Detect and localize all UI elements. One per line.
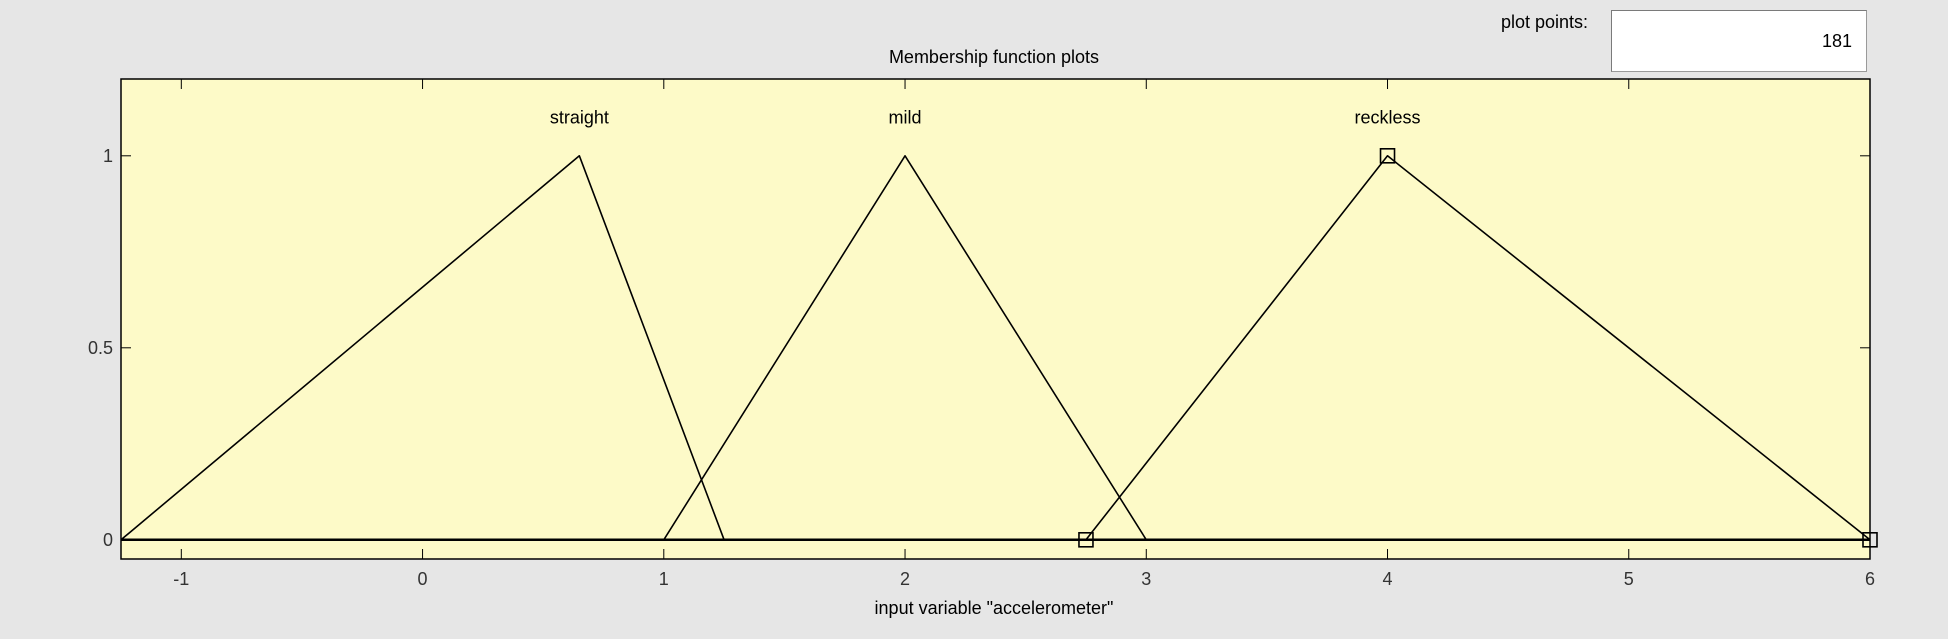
y-tick-label: 0.5 [88, 338, 113, 358]
plot-points-input[interactable] [1611, 10, 1867, 72]
mf-mild-line[interactable] [663, 155, 1147, 541]
x-tick-label: 0 [418, 569, 428, 589]
mf-straight-line[interactable] [120, 155, 725, 541]
x-tick-label: 4 [1383, 569, 1393, 589]
plot-area[interactable] [120, 78, 1871, 560]
x-tick-label: 5 [1624, 569, 1634, 589]
mf-reckless-vertex-marker[interactable] [1379, 148, 1396, 164]
plot-points-label: plot points: [1500, 12, 1588, 32]
x-tick-label: 3 [1141, 569, 1151, 589]
mf-reckless-line[interactable] [1085, 155, 1871, 541]
mf-mild-label: mild [889, 107, 922, 127]
mf-reckless-label: reckless [1355, 107, 1421, 127]
x-axis-label: input variable "accelerometer" [875, 598, 1114, 618]
x-tick-label: -1 [173, 569, 189, 589]
mf-reckless-vertex-marker[interactable] [1078, 531, 1094, 548]
x-tick-label: 6 [1865, 569, 1875, 589]
membership-functions: straight mild reckless [120, 107, 1878, 548]
mf-straight-label: straight [550, 107, 609, 127]
mf-reckless-vertex-marker[interactable] [1862, 531, 1878, 548]
axis-ticks: -1 0 1 2 3 4 5 6 0 0.5 1 [88, 79, 1875, 589]
x-tick-label: 1 [659, 569, 669, 589]
y-tick-label: 1 [103, 146, 113, 166]
y-tick-label: 0 [103, 530, 113, 550]
chart-title: Membership function plots [889, 47, 1099, 67]
x-tick-label: 2 [900, 569, 910, 589]
